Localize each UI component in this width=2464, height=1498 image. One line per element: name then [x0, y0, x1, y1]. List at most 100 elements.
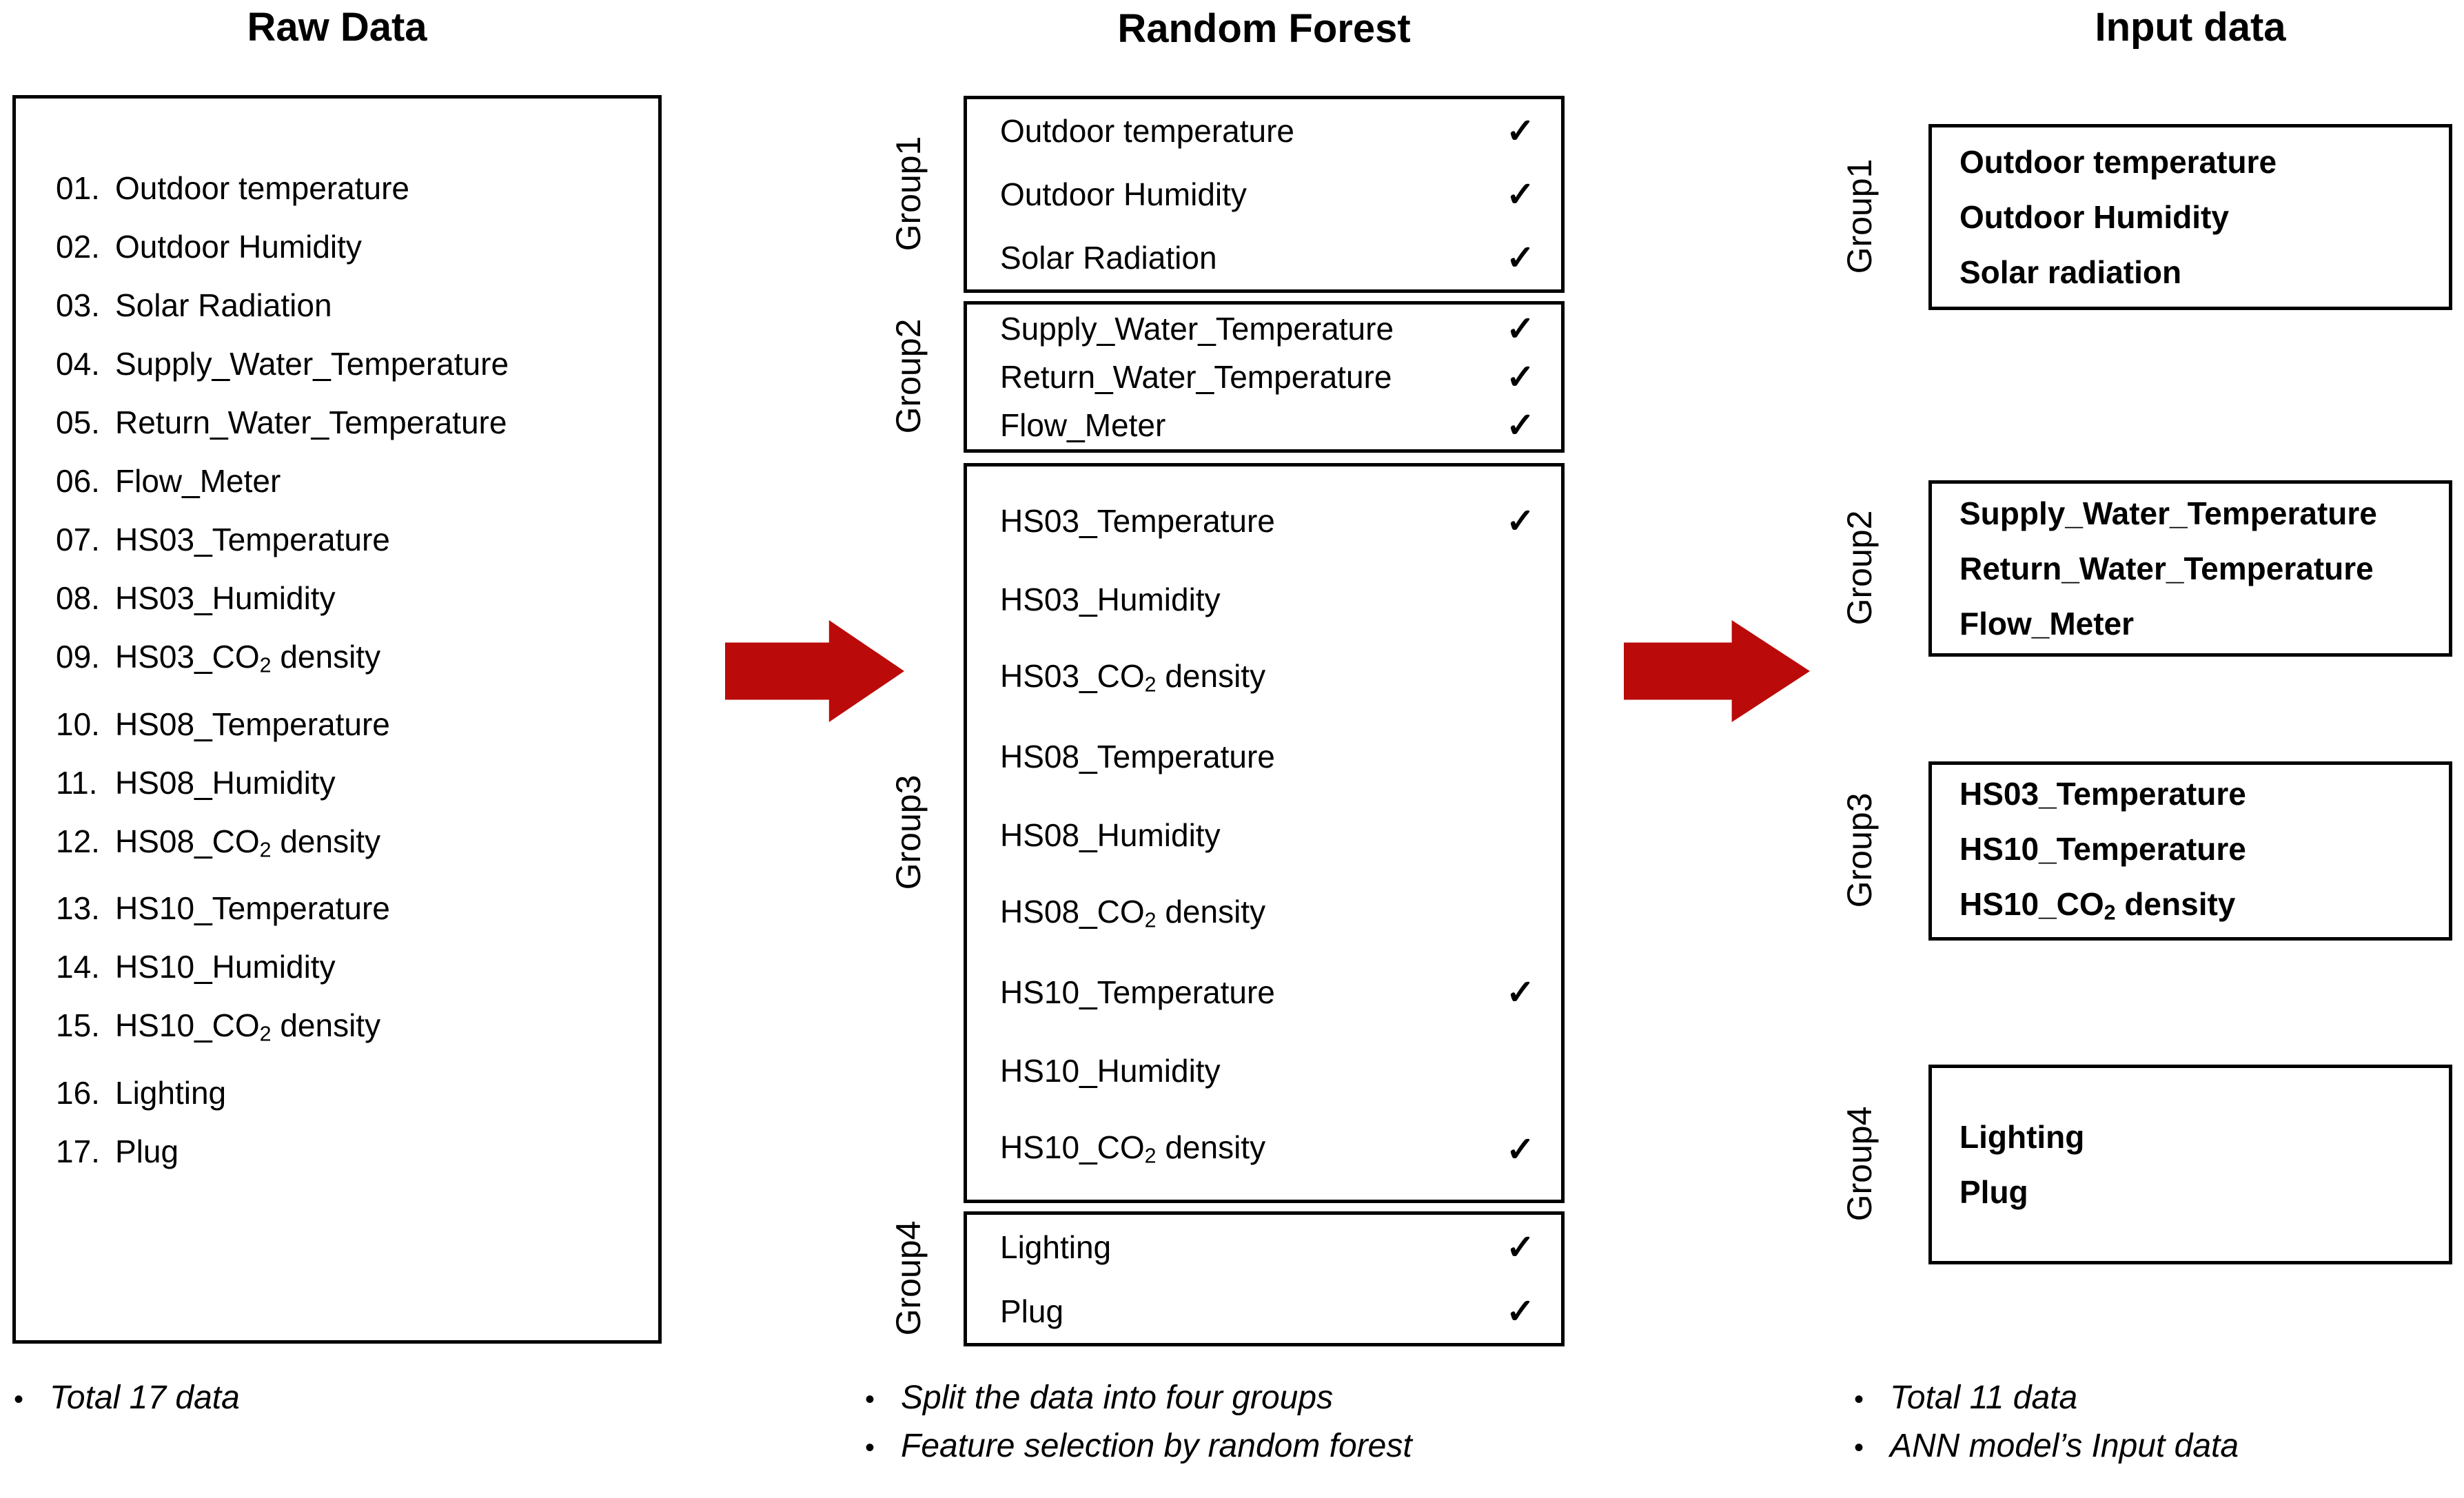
raw-data-item: 12. HS08_CO2 density [56, 812, 644, 880]
rf-group4-list: Lighting✓ Plug ✓ [1000, 1215, 1535, 1343]
raw-data-item: 10.HS08_Temperature [56, 695, 644, 754]
input-feature-label: HS03_Temperature [1959, 775, 2246, 812]
raw-item-label: HS03_Humidity [115, 580, 336, 616]
raw-item-label: HS03_CO2 density [115, 639, 381, 677]
rf-feature-row: HS08_Temperature✓ [1000, 717, 1535, 796]
raw-item-label: HS10_Temperature [115, 890, 390, 927]
raw-item-number: 08. [56, 580, 100, 616]
raw-item-number: 10. [56, 706, 100, 742]
raw-data-item: 01. Outdoor temperature [56, 159, 644, 218]
rf-feature-label: HS03_Humidity [1000, 582, 1221, 617]
rf-feature-row: Return_Water_Temperature✓ [1000, 353, 1535, 401]
raw-item-number: 13. [56, 890, 100, 927]
rf-feature-label: Outdoor temperature [1000, 113, 1295, 149]
rf-group2-label: Group2 [889, 318, 928, 434]
rf-feature-row: Outdoor temperature ✓ [1000, 99, 1535, 163]
rf-group3-list: HS03_Temperature✓HS03_Humidity✓HS03_CO2 … [1000, 466, 1535, 1200]
bullet-item: •Total 11 data [1854, 1375, 2239, 1423]
raw-data-bullets: •Total 17 data [14, 1375, 240, 1423]
rf-feature-label: HS10_Humidity [1000, 1053, 1221, 1089]
rf-feature-label: HS08_Humidity [1000, 817, 1221, 853]
raw-data-item: 02. Outdoor Humidity [56, 218, 644, 276]
raw-item-label: Flow_Meter [115, 463, 281, 499]
input-feature-label: Solar radiation [1959, 254, 2182, 290]
rf-group3-box: HS03_Temperature✓HS03_Humidity✓HS03_CO2 … [964, 463, 1565, 1203]
raw-data-item: 03. Solar Radiation [56, 276, 644, 335]
raw-item-number: 01. [56, 170, 100, 206]
raw-item-number: 09. [56, 639, 100, 675]
raw-item-number: 15. [56, 1007, 100, 1044]
raw-data-item: 04.Supply_Water_Temperature [56, 335, 644, 393]
raw-item-label: Outdoor temperature [115, 170, 410, 206]
raw-data-item: 05.Return_Water_Temperature [56, 393, 644, 452]
rf-feature-label: Return_Water_Temperature [1000, 359, 1392, 395]
rf-feature-row: Plug ✓ [1000, 1279, 1535, 1343]
rf-feature-row: Lighting✓ [1000, 1215, 1535, 1279]
raw-data-list: 01. Outdoor temperature 02. Outdoor Humidit… [56, 159, 644, 1181]
check-icon: ✓ [1506, 1291, 1535, 1331]
rf-feature-row: HS10_Temperature✓ [1000, 953, 1535, 1032]
check-icon: ✓ [1506, 1130, 1535, 1169]
rf-feature-row: HS03_Temperature✓ [1000, 482, 1535, 560]
raw-item-label: Outdoor Humidity [115, 229, 362, 265]
rf-feature-row: HS08_Humidity✓ [1000, 796, 1535, 874]
input-feature-label: HS10_Temperature [1959, 830, 2246, 867]
rf-feature-label: HS10_CO2 density [1000, 1129, 1266, 1168]
raw-item-number: 03. [56, 287, 100, 323]
input-group4-label: Group4 [1840, 1106, 1879, 1222]
rf-feature-row: HS03_Humidity✓ [1000, 560, 1535, 639]
rf-feature-label: Solar Radiation [1000, 240, 1217, 276]
raw-data-item: 17. Plug [56, 1122, 644, 1181]
rf-group1-box: Outdoor temperature✓Outdoor Humidity✓Sol… [964, 96, 1565, 293]
raw-data-item: 13. HS10_Temperature [56, 879, 644, 938]
raw-item-number: 12. [56, 823, 100, 859]
check-icon: ✓ [1506, 112, 1535, 150]
raw-data-item: 14.HS10_Humidity [56, 938, 644, 996]
bullet-dot-icon: • [865, 1433, 875, 1463]
bullet-text: Split the data into four groups [901, 1379, 1334, 1416]
input-group1-label: Group1 [1840, 158, 1879, 274]
rf-feature-label: Outdoor Humidity [1000, 176, 1247, 212]
input-group3-label: Group3 [1840, 792, 1879, 908]
raw-item-number: 16. [56, 1075, 100, 1111]
rf-group2-box: Supply_Water_Temperature ✓ Return_Water_Te… [964, 301, 1565, 453]
rf-feature-row: Outdoor Humidity✓ [1000, 163, 1535, 226]
raw-data-item: 15. HS10_CO2 density [56, 996, 644, 1064]
rf-group3-label: Group3 [889, 774, 928, 890]
check-icon: ✓ [1506, 309, 1535, 348]
raw-item-label: Plug [115, 1133, 179, 1170]
raw-item-number: 07. [56, 522, 100, 557]
raw-data-item: 07. HS03_Temperature [56, 511, 644, 569]
raw-item-label: Solar Radiation [115, 287, 332, 323]
rf-feature-label: HS03_CO2 density [1000, 657, 1266, 697]
raw-item-number: 17. [56, 1133, 100, 1170]
rf-feature-label: Plug [1000, 1293, 1064, 1329]
input-feature-label: Flow_Meter [1959, 606, 2135, 642]
raw-item-label: HS08_CO2 density [115, 823, 381, 862]
raw-data-item: 08. HS03_Humidity [56, 569, 644, 628]
raw-data-title: Raw Data [247, 5, 427, 50]
random-forest-bullets: •Split the data into four groups•Feature… [865, 1375, 1412, 1471]
raw-data-item: 11.HS08_Humidity [56, 754, 644, 812]
rf-feature-label: Lighting [1000, 1229, 1112, 1265]
input-feature-label: Plug [1959, 1174, 2028, 1210]
bullet-item: •ANN model’s Input data [1854, 1423, 2239, 1471]
rf-feature-label: HS03_Temperature [1000, 503, 1275, 539]
bullet-text: ANN model’s Input data [1890, 1428, 2239, 1464]
rf-feature-label: Supply_Water_Temperature [1000, 311, 1394, 347]
rf-feature-row: Supply_Water_Temperature ✓ [1000, 305, 1535, 353]
raw-item-label: Supply_Water_Temperature [115, 346, 509, 382]
raw-item-label: HS03_Temperature [115, 522, 390, 557]
rf-feature-row: Flow_Meter✓ [1000, 401, 1535, 449]
check-icon: ✓ [1506, 238, 1535, 277]
raw-item-label: HS10_CO2 density [115, 1007, 381, 1047]
raw-item-number: 02. [56, 229, 100, 265]
raw-item-label: HS10_Humidity [115, 949, 336, 985]
rf-feature-row: Solar Radiation ✓ [1000, 226, 1535, 289]
input-feature-label: Outdoor Humidity [1959, 199, 2229, 235]
rf-group4-box: Lighting✓ Plug ✓ [964, 1211, 1565, 1346]
